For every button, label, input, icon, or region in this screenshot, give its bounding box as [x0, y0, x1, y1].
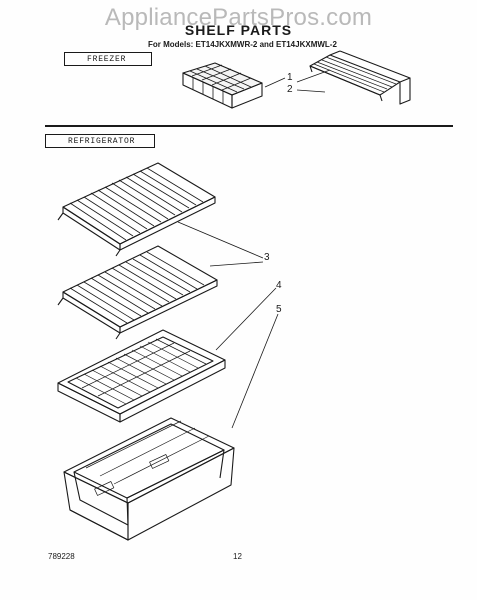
callout-leaders	[177, 69, 331, 429]
refrigerator-glass-shelf-middle	[57, 245, 218, 340]
ice-tray-illustration	[182, 62, 263, 109]
callout-2: 2	[287, 84, 293, 95]
refrigerator-glass-shelf-upper	[57, 162, 216, 257]
part-number-footer: 789228	[48, 552, 75, 561]
callout-4: 4	[276, 280, 282, 291]
crisper-cover-illustration	[57, 329, 226, 423]
callout-5: 5	[276, 304, 282, 315]
callout-3: 3	[264, 252, 270, 263]
crisper-drawer-illustration	[63, 417, 235, 541]
freezer-section-label: FREEZER	[64, 52, 152, 66]
page-title: SHELF PARTS	[184, 22, 293, 38]
freezer-wire-shelf-illustration	[309, 50, 411, 105]
callout-1: 1	[287, 72, 293, 83]
page-number-footer: 12	[233, 552, 242, 561]
refrigerator-section-label: REFRIGERATOR	[45, 134, 155, 148]
models-subtitle: For Models: ET14JKXMWR-2 and ET14JKXMWL-…	[148, 40, 337, 49]
section-divider	[45, 125, 453, 127]
watermark: AppliancePartsPros.com	[104, 4, 373, 31]
